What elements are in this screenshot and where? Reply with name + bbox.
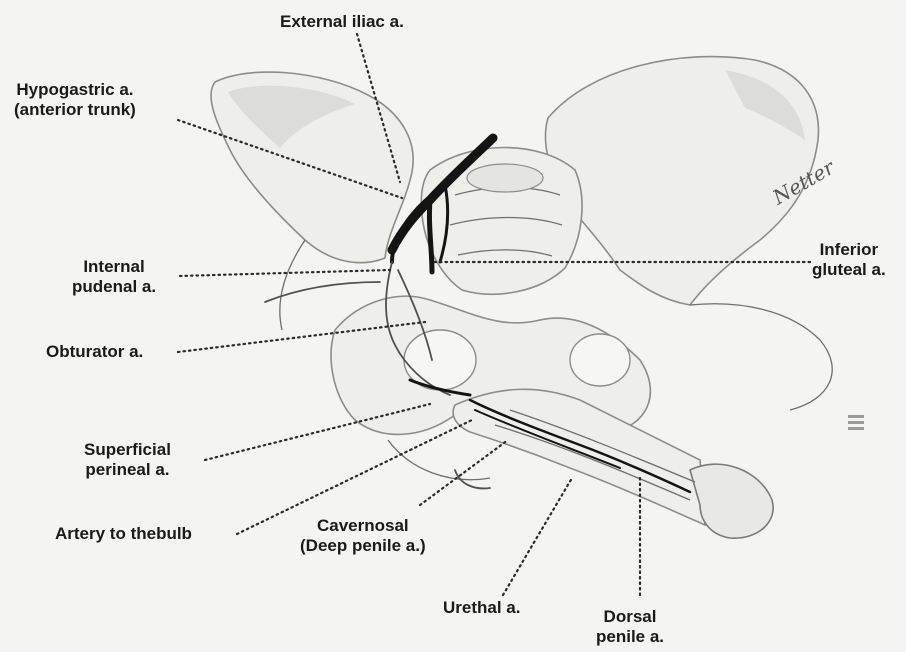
label-internal-pudenal: Internal pudenal a. bbox=[72, 257, 156, 297]
label-internal-pudenal-line2: pudenal a. bbox=[72, 277, 156, 297]
label-artery-to-bulb-line1: Artery to thebulb bbox=[55, 524, 192, 544]
label-obturator: Obturator a. bbox=[46, 342, 143, 362]
label-superficial-perineal: Superficial perineal a. bbox=[84, 440, 171, 480]
label-urethal-line1: Urethal a. bbox=[443, 598, 520, 618]
label-dorsal-penile-line1: Dorsal bbox=[596, 607, 664, 627]
label-inferior-gluteal-line1: Inferior bbox=[812, 240, 886, 260]
label-dorsal-penile-line2: penile a. bbox=[596, 627, 664, 647]
label-external-iliac-line1: External iliac a. bbox=[280, 12, 404, 32]
label-dorsal-penile: Dorsal penile a. bbox=[596, 607, 664, 647]
label-artery-to-bulb: Artery to thebulb bbox=[55, 524, 192, 544]
label-inferior-gluteal-line2: gluteal a. bbox=[812, 260, 886, 280]
label-hypogastric-line2: (anterior trunk) bbox=[14, 100, 136, 120]
label-cavernosal-line1: Cavernosal bbox=[300, 516, 426, 536]
label-hypogastric-line1: Hypogastric a. bbox=[14, 80, 136, 100]
label-obturator-line1: Obturator a. bbox=[46, 342, 143, 362]
sacrum bbox=[421, 148, 582, 295]
label-urethal: Urethal a. bbox=[443, 598, 520, 618]
label-external-iliac: External iliac a. bbox=[280, 12, 404, 32]
label-internal-pudenal-line1: Internal bbox=[72, 257, 156, 277]
label-superficial-perineal-line2: perineal a. bbox=[84, 460, 171, 480]
label-hypogastric: Hypogastric a. (anterior trunk) bbox=[14, 80, 136, 120]
label-inferior-gluteal: Inferior gluteal a. bbox=[812, 240, 886, 280]
label-superficial-perineal-line1: Superficial bbox=[84, 440, 171, 460]
label-cavernosal-line2: (Deep penile a.) bbox=[300, 536, 426, 556]
label-cavernosal: Cavernosal (Deep penile a.) bbox=[300, 516, 426, 556]
